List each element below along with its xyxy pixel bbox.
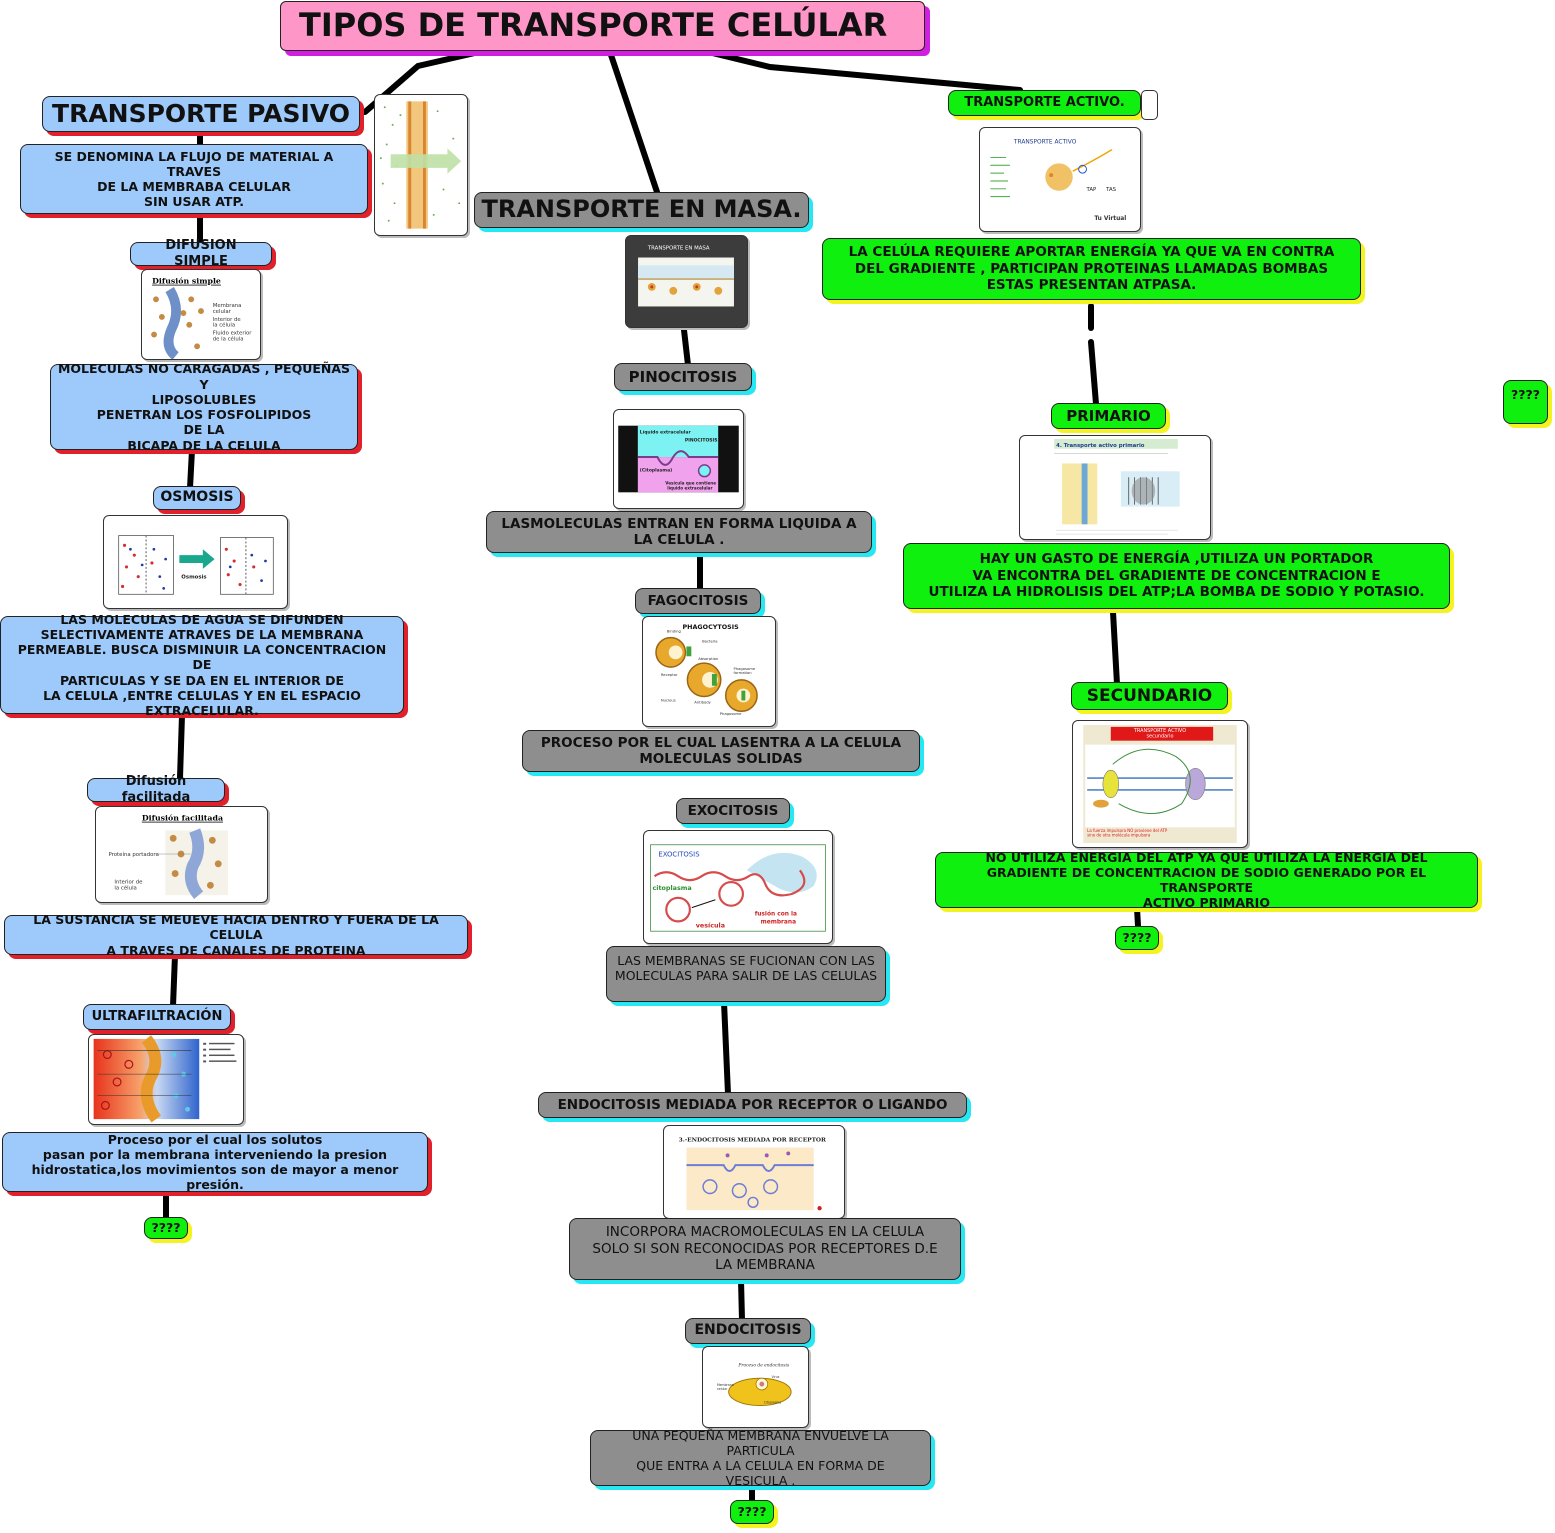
pinocitosis-image-label-2: PINOCITOSIS (685, 437, 718, 443)
connector-masa-chain (681, 327, 691, 368)
osmosis-text[interactable]: LAS MOLECULAS DE AGUA SE DIFUNDEN SELECT… (0, 612, 404, 718)
svg-text:Membrana: Membrana (717, 1383, 734, 1387)
primario-label[interactable]: PRIMARIO (1051, 403, 1166, 429)
difusion-facilitada-text[interactable]: LA SUSTANCIA SE MEUEVE HACIA DENTRO Y FU… (4, 912, 468, 958)
exocitosis-image: EXOCITOSIS citoplasma vesícula fusión co… (643, 830, 833, 944)
secundario-text[interactable]: NO UTILIZA ENERGIA DEL ATP YA QUE UTILIZ… (935, 850, 1478, 910)
activo-heading[interactable]: TRANSPORTE ACTIVO. (948, 90, 1141, 116)
osmosis-label[interactable]: OSMOSIS (153, 486, 241, 510)
floating-node[interactable]: ???? (1503, 380, 1548, 424)
pasivo-membrane-image (374, 94, 468, 236)
endocitosis-label[interactable]: ENDOCITOSIS (685, 1318, 811, 1344)
activo-image-title: TRANSPORTE ACTIVO (1013, 140, 1077, 146)
svg-text:Citoplasma: Citoplasma (764, 1401, 782, 1405)
endocitosis-image-title: Proceso de endocitosis (737, 1364, 789, 1369)
svg-text:Binding: Binding (667, 630, 682, 634)
pasivo-heading[interactable]: TRANSPORTE PASIVO (42, 96, 360, 132)
difusion-simple-text[interactable]: MOLECULAS NO CARAGADAS , PEQUEÑAS Y LIPO… (50, 361, 358, 453)
pinocitosis-image: Líquido extracelular PINOCITOSIS (Citopl… (613, 409, 744, 509)
pinocitosis-image-label-3: (Citoplasma) (640, 468, 672, 474)
svg-text:Absorption: Absorption (698, 657, 719, 661)
svg-text:La fuerza impulsora NO provien: La fuerza impulsora NO proviene del ATPs… (1087, 828, 1168, 837)
difusion-facilitada-image: Difusión facilitada Proteína portadora I… (95, 806, 268, 903)
pinocitosis-text[interactable]: LASMOLECULAS ENTRAN EN FORMA LIQUIDA A L… (486, 511, 872, 553)
fagocitosis-label[interactable]: FAGOCITOSIS (635, 588, 761, 614)
activo-image-label-1: TAP (1085, 187, 1097, 193)
svg-text:Bacteria: Bacteria (702, 640, 717, 644)
exocitosis-image-label-2: citoplasma (653, 884, 692, 892)
svg-text:Phagosome: Phagosome (734, 667, 756, 671)
activo-image-label-3: Tu Virtual (1094, 216, 1126, 222)
connector-title-masa (607, 49, 660, 195)
ultrafiltracion-label[interactable]: ULTRAFILTRACIÓN (83, 1004, 231, 1030)
osmosis-image-label: Osmosis (181, 575, 206, 581)
pinocitosis-image-label-1: Líquido extracelular (640, 429, 692, 436)
endocitosis-receptor-text[interactable]: INCORPORA MACROMOLECULAS EN LA CELULA SO… (569, 1218, 961, 1280)
masa-heading[interactable]: TRANSPORTE EN MASA. (474, 192, 809, 228)
svg-text:Phagosome: Phagosome (720, 712, 742, 716)
pasivo-definition[interactable]: SE DENOMINA LA FLUJO DE MATERIAL A TRAVE… (20, 144, 368, 214)
osmosis-image: Osmosis (103, 515, 288, 609)
difusion-facilitada-image-title: Difusión facilitada (142, 814, 223, 823)
secundario-label[interactable]: SECUNDARIO (1071, 682, 1228, 710)
primario-image: 4. Transporte activo primario (1019, 435, 1211, 540)
activo-image: TRANSPORTE ACTIVO TAP TAS Tu Virtual (979, 127, 1141, 232)
exocitosis-image-label-3: vesícula (696, 921, 725, 929)
pasivo-end-node[interactable]: ???? (144, 1217, 188, 1239)
masa-image: TRANSPORTE EN MASA (625, 235, 748, 328)
fagocitosis-image-title: PHAGOCYTOSIS (682, 623, 739, 631)
ultrafiltracion-image (88, 1034, 244, 1125)
endocitosis-receptor-image: 3.-ENDOCITOSIS MEDIADA POR RECEPTOR (663, 1125, 845, 1219)
pinocitosis-label[interactable]: PINOCITOSIS (614, 363, 752, 391)
exocitosis-text[interactable]: LAS MEMBRANAS SE FUCIONAN CON LAS MOLECU… (606, 946, 886, 1002)
svg-text:formation: formation (734, 671, 753, 675)
svg-text:Nucleus: Nucleus (661, 698, 676, 702)
primario-text[interactable]: HAY UN GASTO DE ENERGÍA ,UTILIZA UN PORT… (903, 543, 1450, 609)
endocitosis-receptor-label[interactable]: ENDOCITOSIS MEDIADA POR RECEPTOR O LIGAN… (538, 1092, 967, 1118)
exocitosis-label[interactable]: EXOCITOSIS (676, 798, 790, 824)
difusion-facilitada-label[interactable]: Difusión facilitada (87, 774, 225, 805)
difusion-facilitada-image-label-1: Proteína portadora (109, 851, 159, 858)
page-title[interactable]: TIPOS DE TRANSPORTE CELÚLAR (280, 1, 925, 51)
exocitosis-image-label-1: EXOCITOSIS (658, 851, 699, 859)
difusion-simple-image-title: Difusión simple (152, 277, 221, 286)
connector-title-activo (697, 47, 1023, 93)
activo-image-label-2: TAS (1105, 187, 1117, 193)
endocitosis-receptor-image-title: 3.-ENDOCITOSIS MEDIADA POR RECEPTOR (679, 1137, 826, 1144)
activo-end-node[interactable]: ???? (1115, 926, 1159, 950)
activo-text[interactable]: LA CELÚLA REQUIERE APORTAR ENERGÍA YA QU… (822, 238, 1361, 300)
activo-attachment-stub (1141, 90, 1158, 120)
fagocitosis-text[interactable]: PROCESO POR EL CUAL LASENTRA A LA CELULA… (522, 730, 920, 772)
endocitosis-text[interactable]: UNA PEQUEÑA MEMBRANA ENVUELVE LA PARTICU… (590, 1428, 931, 1488)
primario-image-title: 4. Transporte activo primario (1056, 443, 1145, 449)
svg-text:Receptor: Receptor (661, 673, 678, 677)
ultrafiltracion-text[interactable]: Proceso por el cual los solutos pasan po… (2, 1132, 428, 1192)
svg-text:Virus: Virus (772, 1375, 780, 1379)
svg-text:Antibody: Antibody (694, 700, 711, 704)
masa-image-title: TRANSPORTE EN MASA (647, 246, 710, 252)
difusion-simple-label[interactable]: DIFUSION SIMPLE (130, 238, 272, 269)
svg-text:celular: celular (717, 1387, 728, 1391)
masa-end-node[interactable]: ???? (730, 1500, 774, 1524)
